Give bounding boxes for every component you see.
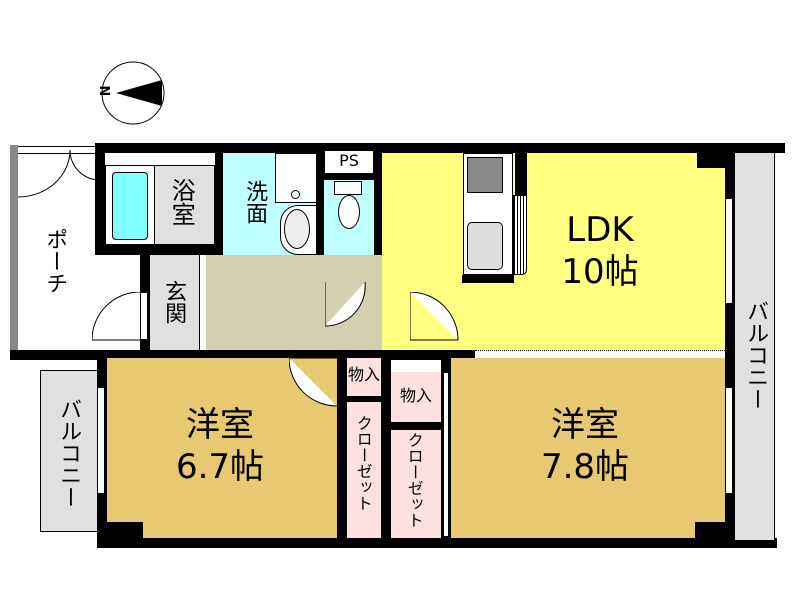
wall-ldk-right xyxy=(725,153,735,545)
ldk-name: LDK xyxy=(566,210,634,250)
wall-top-right xyxy=(725,143,785,153)
ldk-door-swing-icon xyxy=(410,292,459,341)
entrance-door[interactable] xyxy=(140,292,148,340)
bath-label: 浴室 xyxy=(167,178,196,226)
ps-label: PS xyxy=(339,151,359,170)
wall-toilet-right xyxy=(374,150,382,285)
kitchen-base xyxy=(462,275,514,283)
closet-2 xyxy=(391,430,441,538)
toilet-bowl-icon xyxy=(338,195,360,229)
storage-1-label: 物入 xyxy=(347,365,380,384)
western-room-2 xyxy=(451,358,725,538)
wall-bath-right xyxy=(215,150,223,250)
hall xyxy=(206,255,406,350)
entrance-door-swing-icon xyxy=(92,292,141,341)
entrance-label: 玄関 xyxy=(161,280,187,324)
hall-upper-cut xyxy=(206,255,231,283)
balcony-left-label: バルコニー xyxy=(56,398,82,508)
toilet-door-swing-icon xyxy=(325,282,366,327)
kitchen-sink-icon xyxy=(467,222,503,270)
bathtub-icon xyxy=(112,172,148,240)
w2-window[interactable] xyxy=(725,387,733,494)
wall-bath-bottom xyxy=(95,245,235,255)
w1-corner-column xyxy=(107,522,143,540)
wall-left-upper xyxy=(95,143,105,253)
compass-north-label: N xyxy=(99,85,115,97)
w1-window[interactable] xyxy=(97,387,105,494)
balcony-right xyxy=(735,153,775,540)
wall-top xyxy=(95,143,725,153)
wall-wash-right xyxy=(316,150,324,280)
storage-2 xyxy=(391,372,441,422)
western-room-2-name: 洋室 xyxy=(551,405,619,445)
kitchen-partition xyxy=(513,195,527,275)
porch-area xyxy=(10,145,100,350)
closet-1 xyxy=(347,402,381,538)
washroom-label: 洗面 xyxy=(242,180,268,224)
sink-bowl xyxy=(284,209,310,249)
western-room-1-name: 洋室 xyxy=(186,405,254,445)
balcony-right-label: バルコニー xyxy=(743,300,769,410)
porch-label: ポーチ xyxy=(42,228,68,294)
wall-storage-2-bottom xyxy=(391,422,447,430)
compass-icon xyxy=(101,61,165,125)
compass: N xyxy=(99,60,166,126)
stove-icon xyxy=(467,157,503,193)
bath-vent xyxy=(135,153,213,159)
ldk-sliding-door[interactable] xyxy=(475,350,725,358)
wall-closet-between xyxy=(381,355,391,540)
closet-2-label: クローゼット xyxy=(404,432,424,528)
toilet-tank xyxy=(334,181,362,195)
wall-bottom xyxy=(97,538,777,548)
ldk-window[interactable] xyxy=(725,198,733,304)
storage-1 xyxy=(347,358,381,396)
closet-1-label: クローゼット xyxy=(353,415,373,511)
wall-middle xyxy=(10,350,735,360)
ps-box xyxy=(324,150,374,174)
ldk-corner-column xyxy=(697,153,727,168)
closet-2-doors[interactable] xyxy=(443,372,449,537)
western-room-1-size: 6.7帖 xyxy=(175,447,265,487)
wall-closet-1-left xyxy=(337,355,347,540)
ldk-size: 10帖 xyxy=(561,252,639,292)
wall-ps-bottom xyxy=(324,174,376,180)
w2-corner-column xyxy=(695,522,727,540)
porch-gate-swing-icon xyxy=(18,150,100,198)
balcony-left xyxy=(40,370,100,532)
wall-storage-1-bottom xyxy=(347,396,381,402)
storage-2-label: 物入 xyxy=(399,386,432,405)
entrance xyxy=(150,255,200,350)
western-room-2-size: 7.8帖 xyxy=(540,447,630,487)
w1-door-swing-icon xyxy=(289,358,338,407)
drain-icon xyxy=(291,190,300,199)
kitchen-wall xyxy=(515,153,527,195)
